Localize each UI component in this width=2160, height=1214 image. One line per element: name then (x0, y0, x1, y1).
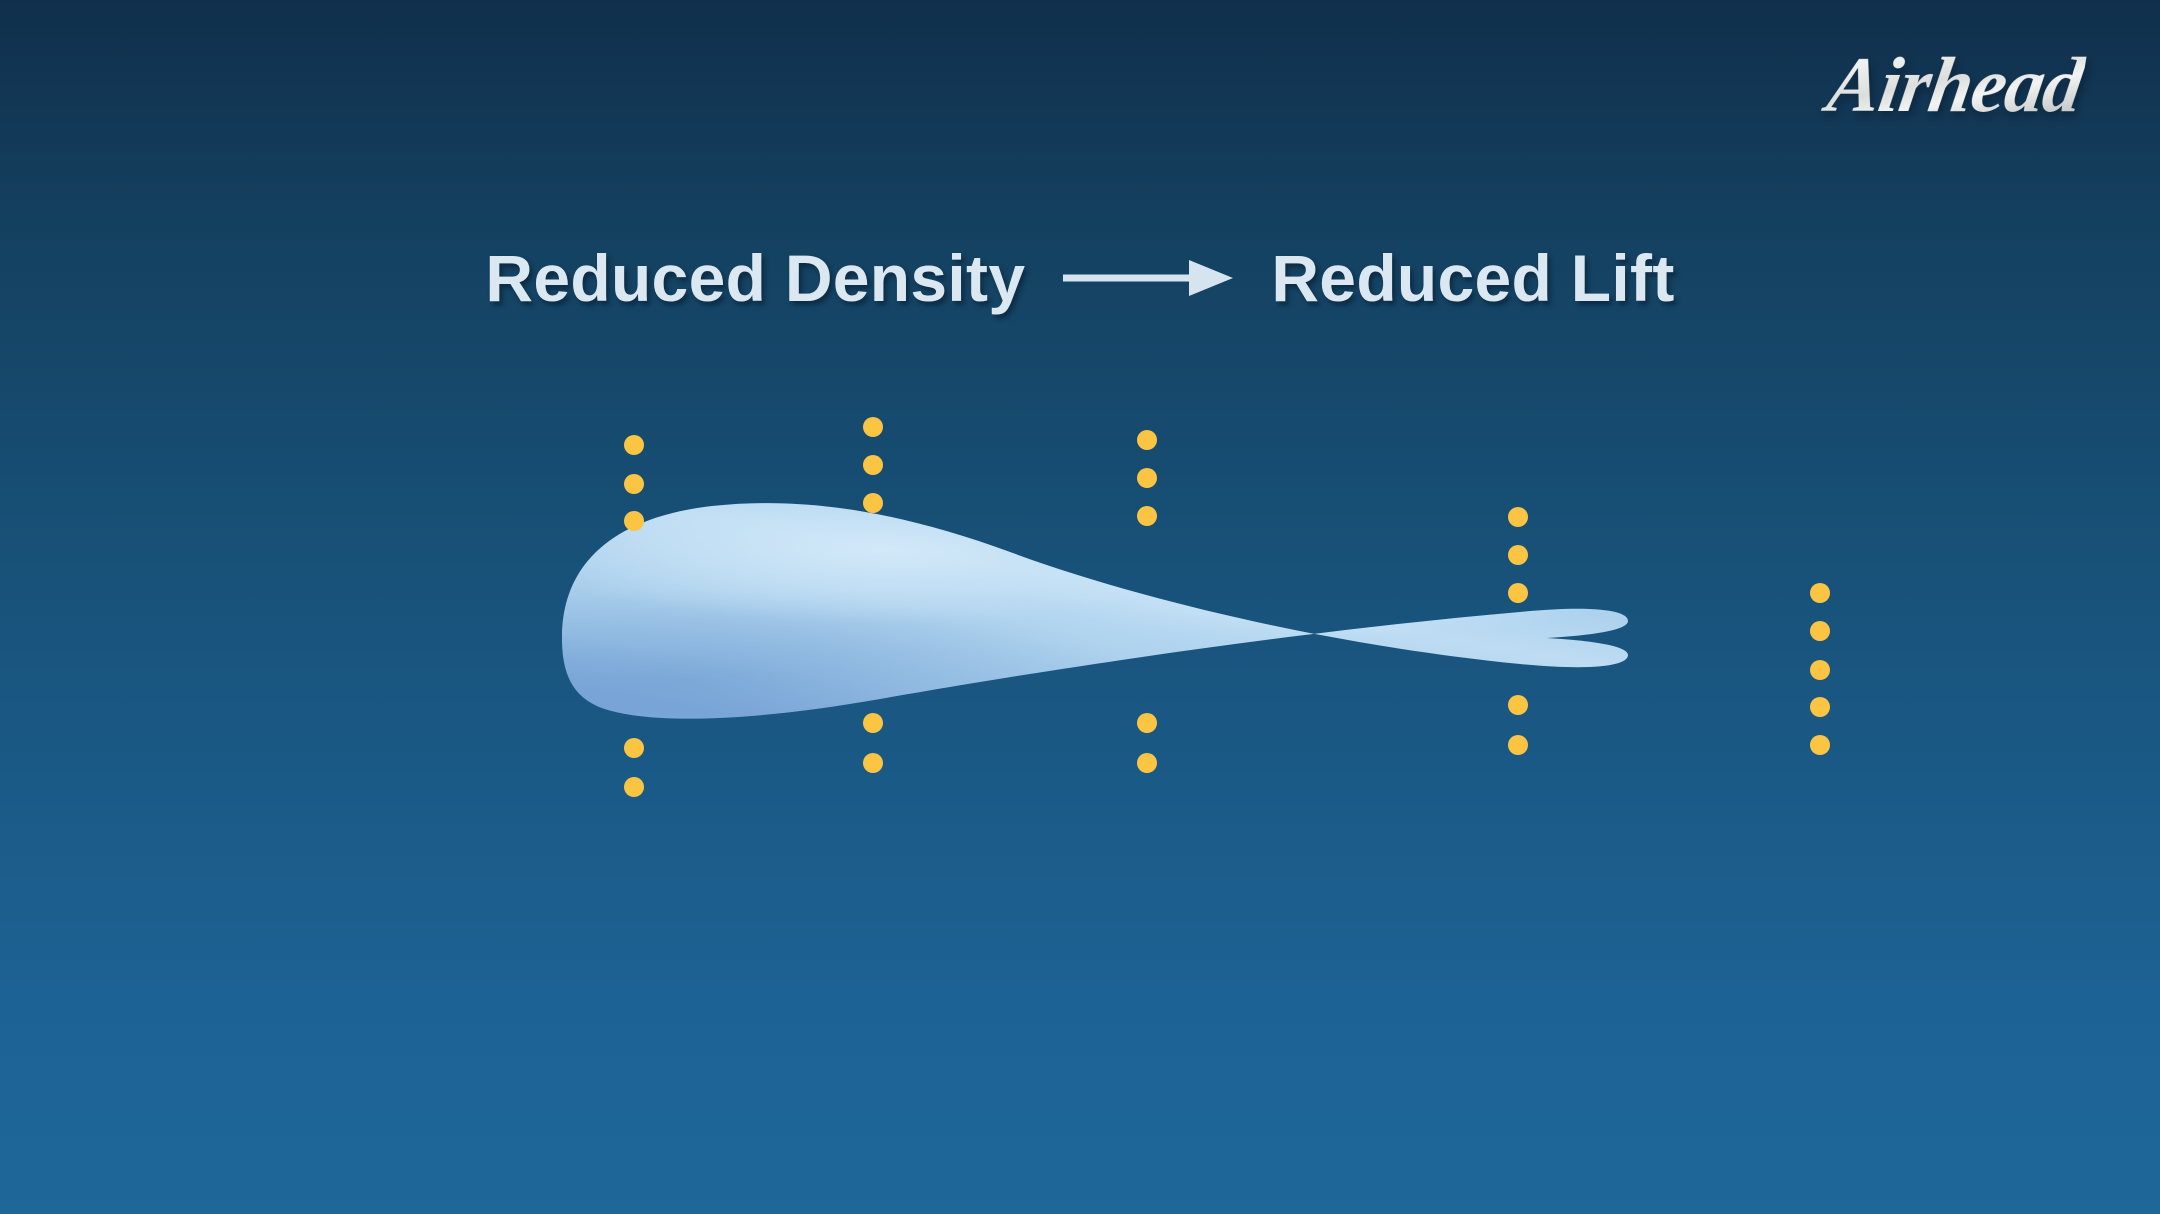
air-molecule-column (624, 435, 644, 797)
air-molecule-dot (624, 435, 644, 455)
air-molecule-dot (1810, 660, 1830, 680)
air-molecule-dot (1810, 621, 1830, 641)
air-molecule-column (863, 417, 883, 773)
air-molecule-dot (1137, 468, 1157, 488)
air-molecule-dot (863, 753, 883, 773)
air-molecule-dot (1810, 735, 1830, 755)
air-molecule-dot (624, 777, 644, 797)
air-molecule-dot (624, 738, 644, 758)
right-arrow-icon (1063, 260, 1234, 296)
airfoil-shape (562, 503, 1628, 719)
air-molecule-dot (1508, 507, 1528, 527)
air-molecule-column (1137, 430, 1157, 773)
air-molecule-dot (1810, 697, 1830, 717)
air-molecule-dot (1137, 506, 1157, 526)
headline: Reduced Density Reduced Lift (0, 236, 2160, 320)
air-molecule-column (1508, 507, 1528, 755)
air-molecule-dot (624, 511, 644, 531)
air-molecule-dot (1137, 713, 1157, 733)
air-molecule-dot (1508, 735, 1528, 755)
air-molecule-dot (1508, 583, 1528, 603)
air-molecule-dot (1137, 430, 1157, 450)
air-molecule-dot (624, 474, 644, 494)
headline-right-text: Reduced Lift (1271, 241, 1675, 315)
air-molecule-dot (863, 417, 883, 437)
air-molecule-dot (1810, 583, 1830, 603)
air-molecule-dot (863, 493, 883, 513)
air-molecule-dot (863, 455, 883, 475)
air-molecule-dot (1508, 545, 1528, 565)
headline-left-text: Reduced Density (485, 241, 1026, 315)
air-molecule-dot (1137, 753, 1157, 773)
air-molecule-dot (1508, 695, 1528, 715)
air-molecule-column (1810, 583, 1830, 755)
air-molecule-dot-layer (624, 417, 1830, 797)
air-molecule-dot (863, 713, 883, 733)
